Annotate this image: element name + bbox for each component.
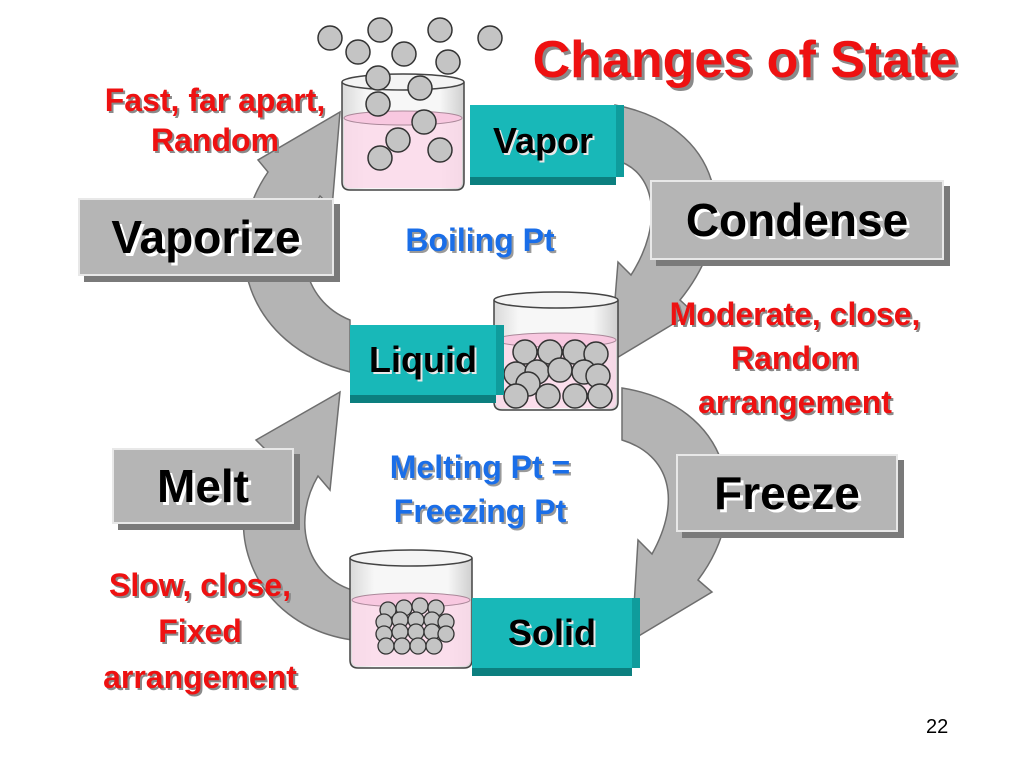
vaporize-label: Vaporize: [111, 211, 301, 263]
vapor-particles: [317, 17, 503, 171]
melt-label: Melt: [157, 460, 249, 512]
gas-description: Fast, far apart, Random: [60, 80, 370, 160]
melting-point-label: Melting Pt = Freezing Pt: [355, 445, 605, 533]
gas-description-line1: Fast, far apart,: [104, 82, 326, 118]
solid-state-box: Solid: [472, 598, 632, 668]
condense-label: Condense: [685, 194, 909, 246]
liquid-description-line3: arrangement: [698, 384, 892, 420]
liquid-label: Liquid: [369, 339, 477, 380]
liquid-description-line1: Moderate, close,: [669, 296, 921, 332]
vapor-label: Vapor: [492, 120, 594, 161]
page-number: 22: [926, 716, 949, 738]
freeze-box: Freeze: [676, 454, 898, 532]
liquid-state-box: Liquid: [350, 325, 496, 395]
vaporize-box: Vaporize: [78, 198, 334, 276]
melting-point-line2: Freezing Pt: [393, 493, 567, 529]
solid-particles: [375, 597, 455, 655]
freeze-arrow: [621, 387, 729, 642]
liquid-description-line2: Random: [731, 340, 859, 376]
solid-label: Solid: [508, 612, 596, 653]
melt-box: Melt: [112, 448, 294, 524]
boiling-point-label: Boiling Pt: [405, 222, 555, 258]
solid-description: Slow, close, Fixed arrangement: [60, 562, 340, 700]
melting-point-line1: Melting Pt =: [389, 449, 571, 485]
liquid-description: Moderate, close, Random arrangement: [630, 292, 960, 424]
slide-title: Changes of State: [532, 31, 958, 89]
solid-description-line2: Fixed: [158, 613, 242, 649]
gas-description-line2: Random: [151, 122, 279, 158]
condense-box: Condense: [650, 180, 944, 260]
vapor-state-box: Vapor: [470, 105, 616, 177]
solid-description-line3: arrangement: [103, 659, 297, 695]
freeze-label: Freeze: [714, 467, 860, 519]
liquid-particles: [503, 339, 613, 409]
solid-description-line1: Slow, close,: [109, 567, 291, 603]
